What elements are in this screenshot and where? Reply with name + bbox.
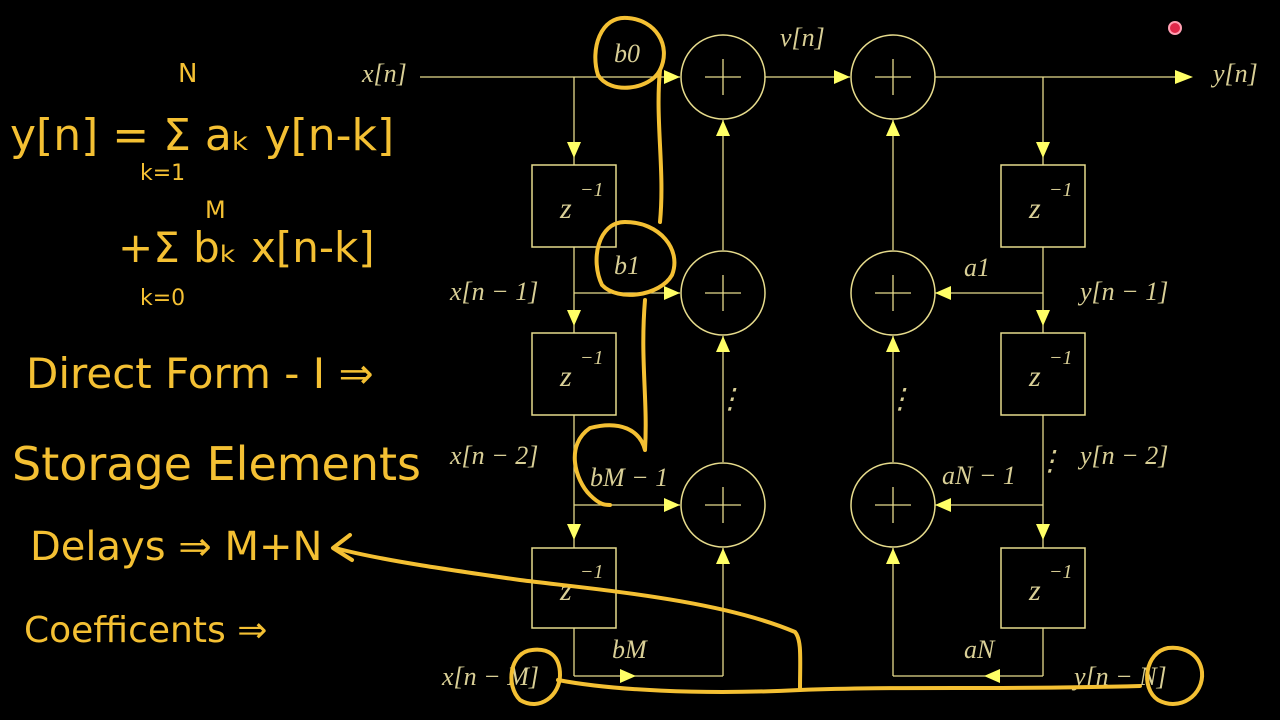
adder-top-left: [680, 34, 766, 120]
b1-circle: [594, 220, 677, 297]
svg-text:−1: −1: [580, 179, 604, 201]
direct-form-1-diagram: z −1 z −1 z −1 z −1 z −1 z −1: [361, 23, 1258, 691]
handwritten-annotations: [331, 15, 1205, 706]
svg-text:z: z: [1028, 360, 1041, 393]
svg-text:−1: −1: [580, 561, 604, 583]
delays-note: Delays ⇒ M+N: [30, 524, 322, 570]
label-bM-1: bM − 1: [590, 463, 668, 492]
delays-arrow-head: [331, 533, 354, 562]
svg-text:−1: −1: [1049, 347, 1073, 369]
delay-left-1: z −1: [531, 164, 617, 248]
svg-text:z: z: [559, 360, 572, 393]
label-a1: a1: [964, 253, 990, 282]
label-x-n-1: x[n − 1]: [449, 277, 538, 306]
recording-indicator: [1168, 21, 1182, 35]
adder-mid-left: [680, 250, 766, 336]
svg-text:z: z: [1028, 574, 1041, 607]
adder-top-right: [850, 34, 936, 120]
label-v-n: v[n]: [780, 23, 825, 52]
b0-circle: [593, 15, 666, 90]
label-y-n-2: y[n − 2]: [1077, 441, 1168, 470]
label-x-n-2: x[n − 2]: [449, 441, 538, 470]
right-sum-dots: ⋮: [886, 384, 914, 415]
adder-low-right: [850, 462, 936, 548]
sum1-lower-limit: k=1: [140, 161, 185, 186]
adder-mid-right: [850, 250, 936, 336]
svg-text:z: z: [1028, 192, 1041, 225]
delay-left-2: z −1: [531, 332, 617, 416]
right-tap-dots: ⋮: [1036, 446, 1064, 477]
adder-low-left: [680, 462, 766, 548]
delay-left-3: z −1: [531, 547, 617, 629]
delay-right-1: z −1: [1000, 164, 1086, 248]
label-b1: b1: [614, 251, 640, 280]
left-sum-dots: ⋮: [716, 384, 744, 415]
M-circle: [509, 647, 562, 706]
label-y-n: y[n]: [1210, 59, 1258, 88]
sum2-lower-limit: k=0: [140, 286, 185, 311]
difference-equation-line2: +Σ bₖ x[n-k]: [118, 223, 375, 272]
svg-text:−1: −1: [1049, 179, 1073, 201]
svg-text:−1: −1: [1049, 561, 1073, 583]
svg-text:z: z: [559, 574, 572, 607]
difference-equation-line1: y[n] = Σ aₖ y[n-k]: [10, 110, 394, 161]
direct-form-note: Direct Form - I ⇒: [26, 349, 374, 398]
delay-right-2: z −1: [1000, 332, 1086, 416]
b-coefficients-trace: [572, 68, 664, 507]
link-M-to-N: [556, 678, 1142, 694]
label-y-n-1: y[n − 1]: [1077, 277, 1168, 306]
label-x-n-M: x[n − M]: [441, 662, 539, 691]
arrow-heads: [567, 70, 1193, 683]
label-aN-1: aN − 1: [942, 461, 1016, 490]
sum2-upper-limit: M: [205, 196, 226, 224]
coefficients-note: Coefficents ⇒: [24, 610, 267, 651]
delay-right-3: z −1: [1000, 547, 1086, 629]
handwritten-notes: y[n] = Σ aₖ y[n-k] N k=1 +Σ bₖ x[n-k] M …: [10, 59, 421, 651]
label-x-n: x[n]: [361, 59, 407, 88]
storage-elements-note: Storage Elements: [12, 437, 421, 491]
label-b0: b0: [614, 39, 640, 68]
N-circle: [1145, 645, 1205, 706]
label-bM: bM: [612, 635, 648, 664]
sum1-upper-limit: N: [178, 59, 197, 89]
label-aN: aN: [964, 635, 996, 664]
link-to-delays-note: [333, 546, 803, 692]
svg-text:z: z: [559, 192, 572, 225]
svg-text:−1: −1: [580, 347, 604, 369]
